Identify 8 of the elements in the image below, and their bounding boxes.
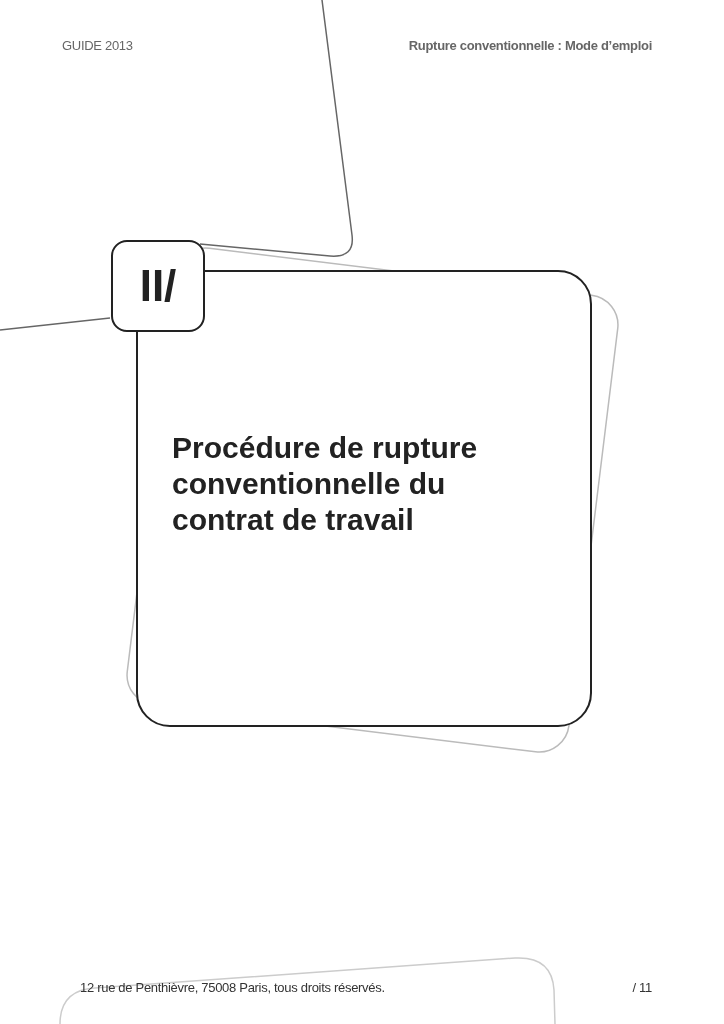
- page-number: / 11: [632, 980, 652, 995]
- header-text: GUIDE 2013: [62, 38, 133, 53]
- footer-text: 12 rue de Penthièvre, 75008 Paris, tous droits réservés.: [80, 980, 385, 995]
- title-card: [136, 270, 592, 727]
- section-heading: II/: [139, 259, 177, 312]
- header-title: Rupture conventionnelle : Mode d’emploi: [408, 38, 652, 53]
- chapter-title: Procédure de rupture conventionnelle du contrat de travail: [172, 430, 479, 538]
- section-number: [111, 240, 205, 332]
